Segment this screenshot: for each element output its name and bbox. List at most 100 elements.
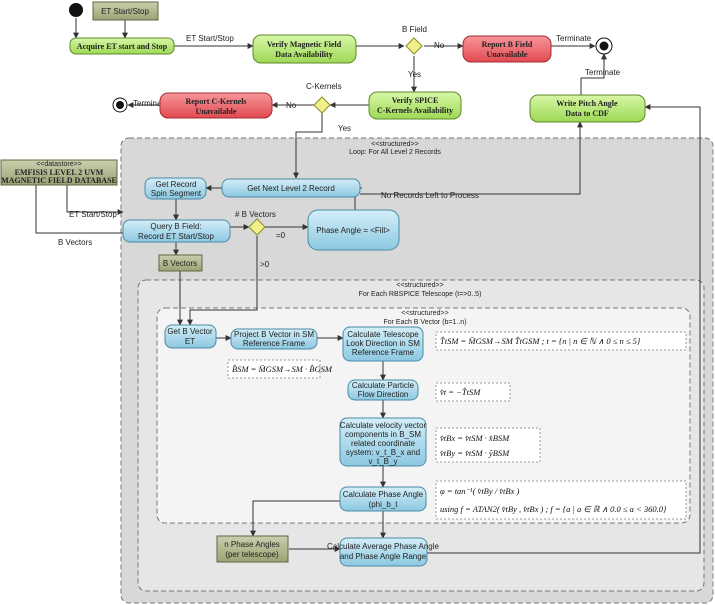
loop-stereotype: <<structured>> [371, 141, 418, 148]
svg-text:Get Record: Get Record [156, 180, 197, 189]
svg-text:Unavailable: Unavailable [487, 50, 528, 59]
decision-num-b-vectors [248, 218, 266, 236]
action-verify-spice: Verify SPICE C-Kernels Availability [368, 91, 462, 120]
svg-text:Write Pitch Angle: Write Pitch Angle [556, 99, 618, 108]
svg-text:Data Availability: Data Availability [275, 50, 332, 59]
svg-text:Project B Vector in SM: Project B Vector in SM [234, 330, 314, 339]
action-write-pitch: Write Pitch Angle Data to CDF [529, 94, 646, 123]
action-project-b: Project B Vector in SM Reference Frame [230, 328, 318, 350]
note-v-components: v̂tBx = v̂tSM · x̂BSM v̂tBy = v̂tSM · ŷB… [435, 427, 541, 463]
loop-title: Loop: For All Level 2 Records [349, 149, 441, 156]
svg-text:(phi_b_t: (phi_b_t [369, 500, 399, 509]
action-calc-average: Calculate Average Phase Angle and Phase … [327, 537, 440, 567]
final-node-b-field [595, 37, 613, 55]
edge-label-gt-zero: >0 [260, 260, 270, 269]
svg-text:Spin Segment: Spin Segment [151, 189, 202, 198]
final-node-c-kernels [112, 97, 128, 113]
svg-text:Calculate Phase Angle: Calculate Phase Angle [343, 490, 424, 499]
edge-label-terminate-b: Terminate [556, 34, 592, 43]
svg-text:Verify SPICE: Verify SPICE [392, 96, 439, 105]
svg-text:B Vectors: B Vectors [163, 259, 197, 268]
action-calc-flow: Calculate Particle Flow Direction [347, 379, 419, 401]
svg-text:using f = ATAN2( v̂tBy , v̂tBx: using f = ATAN2( v̂tBy , v̂tBx ) ; f = {… [440, 504, 667, 514]
svg-text:Get Next Level 2 Record: Get Next Level 2 Record [247, 184, 335, 193]
edge-label-yes-b: Yes [408, 70, 421, 79]
edge-label-no-ck: No [286, 101, 297, 110]
svg-text:n Phase Angles: n Phase Angles [224, 540, 280, 549]
edge-label-et-start-stop-left: ET Start/Stop [69, 210, 117, 219]
svg-text:Acquire ET start and Stop: Acquire ET start and Stop [77, 42, 168, 51]
action-phase-fill: Phase Angle = <Fill> [307, 209, 400, 251]
edge-label-no-records: No Records Left to Process [381, 191, 479, 200]
decision-b-field [405, 37, 423, 55]
svg-text:Reference Frame: Reference Frame [352, 348, 415, 357]
svg-text:B̂SM = M̄GSM→SM · B̂GSM: B̂SM = M̄GSM→SM · B̂GSM [232, 364, 333, 374]
svg-text:Get B Vector: Get B Vector [167, 327, 213, 336]
note-b-sm: B̂SM = M̄GSM→SM · B̂GSM [227, 359, 333, 379]
action-get-b-vector-et: Get B Vector ET [164, 324, 217, 349]
svg-text:components in B_SM: components in B_SM [345, 430, 421, 439]
svg-text:EMFISIS LEVEL 2 UVM: EMFISIS LEVEL 2 UVM [15, 168, 104, 177]
svg-text:Report C-Kernels: Report C-Kernels [185, 97, 246, 106]
svg-text:system: v_t_B_x and: system: v_t_B_x and [346, 448, 420, 457]
edge-label-yes-ck: Yes [338, 124, 351, 133]
initial-node [69, 3, 83, 17]
edge-label-c-kernels: C-Kernels [306, 82, 342, 91]
svg-text:Data to CDF: Data to CDF [565, 109, 609, 118]
svg-text:(per telescope): (per telescope) [225, 550, 279, 559]
svg-text:C-Kernels Availability: C-Kernels Availability [377, 106, 453, 115]
edges [35, 18, 701, 554]
svg-text:v_t_B_y: v_t_B_y [369, 457, 398, 466]
svg-text:ET: ET [185, 337, 195, 346]
edge-label-b-field: B Field [402, 25, 427, 34]
edge-label-terminate-write: Terminate [585, 68, 621, 77]
edge-label-num-b-vectors: # B Vectors [235, 210, 276, 219]
svg-text:Reference Frame: Reference Frame [243, 339, 306, 348]
svg-text:MAGNETIC FIELD DATABASE: MAGNETIC FIELD DATABASE [1, 176, 117, 185]
action-report-b-field: Report B Field Unavailable [462, 35, 552, 63]
telescope-title: For Each RBSPICE Telescope (t=>0..5) [359, 291, 482, 298]
svg-text:Query B Field:: Query B Field: [150, 222, 201, 231]
bvector-title: For Each B Vector (b=1..n) [383, 319, 466, 326]
action-calc-telescope: Calculate Telescope Look Direction in SM… [342, 326, 424, 362]
svg-text:ET Start/Stop: ET Start/Stop [101, 7, 149, 16]
action-calc-phase: Calculate Phase Angle (phi_b_t [339, 486, 427, 512]
svg-text:Unavailable: Unavailable [196, 107, 237, 116]
note-t-sm: T̂tSM = M̄GSM→SM T̂tGSM ; t = {n | n ∈ ℕ… [435, 331, 687, 351]
svg-text:Record ET Start/Stop: Record ET Start/Stop [138, 232, 214, 241]
note-v-t: v̂t = −T̂tSM [435, 382, 511, 402]
svg-text:and Phase Angle Range: and Phase Angle Range [340, 552, 427, 561]
object-n-phase-angles: n Phase Angles (per telescope) [216, 535, 289, 563]
datastore-emfisis: <<datastore>> EMFISIS LEVEL 2 UVM MAGNET… [0, 159, 118, 186]
svg-text:Calculate Average Phase Angle: Calculate Average Phase Angle [327, 542, 439, 551]
action-get-next-record: Get Next Level 2 Record [221, 178, 361, 198]
svg-text:<<datastore>>: <<datastore>> [36, 161, 82, 168]
object-b-vectors: B Vectors [158, 254, 203, 272]
bvector-stereotype: <<structured>> [401, 310, 448, 317]
object-et-start-stop: ET Start/Stop [92, 1, 159, 21]
svg-text:v̂t = −T̂tSM: v̂t = −T̂tSM [440, 387, 481, 397]
svg-text:Report B Field: Report B Field [482, 40, 533, 49]
action-report-c-kernels: Report C-Kernels Unavailable [159, 92, 273, 119]
edge-label-b-vectors-left: B Vectors [58, 238, 92, 247]
action-calc-velocity: Calculate velocity vector components in … [339, 417, 427, 467]
svg-text:Calculate Telescope: Calculate Telescope [347, 330, 419, 339]
action-query-b-field: Query B Field: Record ET Start/Stop [122, 219, 231, 243]
action-get-record-spin: Get Record Spin Segment [144, 177, 207, 200]
svg-text:Calculate velocity vector: Calculate velocity vector [340, 421, 427, 430]
svg-text:T̂tSM = M̄GSM→SM T̂tGSM ; t =: T̂tSM = M̄GSM→SM T̂tGSM ; t = {n | n ∈ ℕ… [440, 336, 641, 346]
edge-label-et-start-stop: ET Start/Stop [186, 34, 234, 43]
svg-text:Verify Magnetic Field: Verify Magnetic Field [267, 40, 342, 49]
svg-text:Phase Angle = <Fill>: Phase Angle = <Fill> [316, 226, 390, 235]
svg-text:Look Direction in SM: Look Direction in SM [346, 339, 420, 348]
svg-text:related coordinate: related coordinate [351, 439, 416, 448]
telescope-stereotype: <<structured>> [396, 282, 443, 289]
svg-text:φ = tan⁻¹( v̂tBy / v̂tBx ): φ = tan⁻¹( v̂tBy / v̂tBx ) [440, 486, 519, 496]
svg-text:v̂tBy = v̂tSM · ŷBSM: v̂tBy = v̂tSM · ŷBSM [440, 448, 510, 458]
action-acquire-et: Acquire ET start and Stop [69, 37, 175, 55]
edge-label-eq-zero: =0 [276, 231, 286, 240]
svg-text:Calculate Particle: Calculate Particle [352, 381, 415, 390]
action-verify-mag: Verify Magnetic Field Data Availability [252, 34, 357, 64]
